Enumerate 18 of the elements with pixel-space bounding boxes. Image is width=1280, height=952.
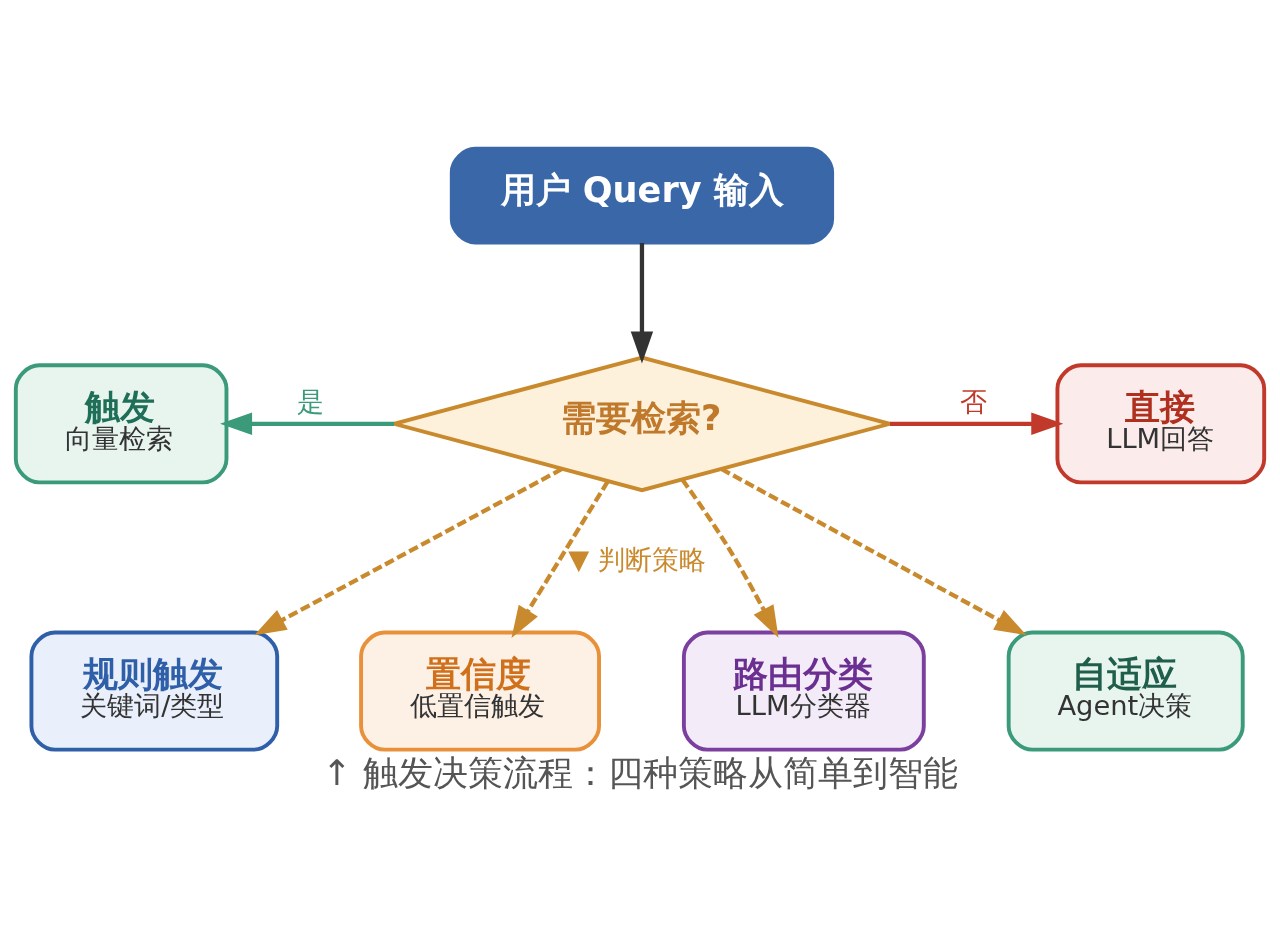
- arrow: [720, 466, 1027, 635]
- arrow: [890, 412, 1064, 435]
- arrow: [511, 480, 610, 638]
- node-box: 触发 向量检索: [13, 362, 229, 484]
- arrow: [680, 477, 779, 638]
- node-box: 自适应 Agent决策: [1006, 630, 1245, 752]
- arrow: [220, 412, 395, 435]
- node-box: 直接 LLM回答: [1055, 362, 1267, 484]
- node-box: 路由分类 LLM分类器: [681, 630, 926, 752]
- caption: ↑ 触发决策流程：四种策略从简单到智能: [322, 751, 958, 793]
- arrow: [630, 242, 654, 363]
- edge-label: 是: [296, 385, 324, 417]
- edge-label: 否: [960, 385, 988, 417]
- arrow: [254, 466, 563, 635]
- edge-label: ▼ 判断策略: [568, 543, 706, 575]
- node-box: 置信度 低置信触发: [359, 630, 601, 752]
- node-box: 规则触发 关键词/类型: [29, 630, 280, 752]
- node-box: 用户 Query 输入: [449, 146, 835, 244]
